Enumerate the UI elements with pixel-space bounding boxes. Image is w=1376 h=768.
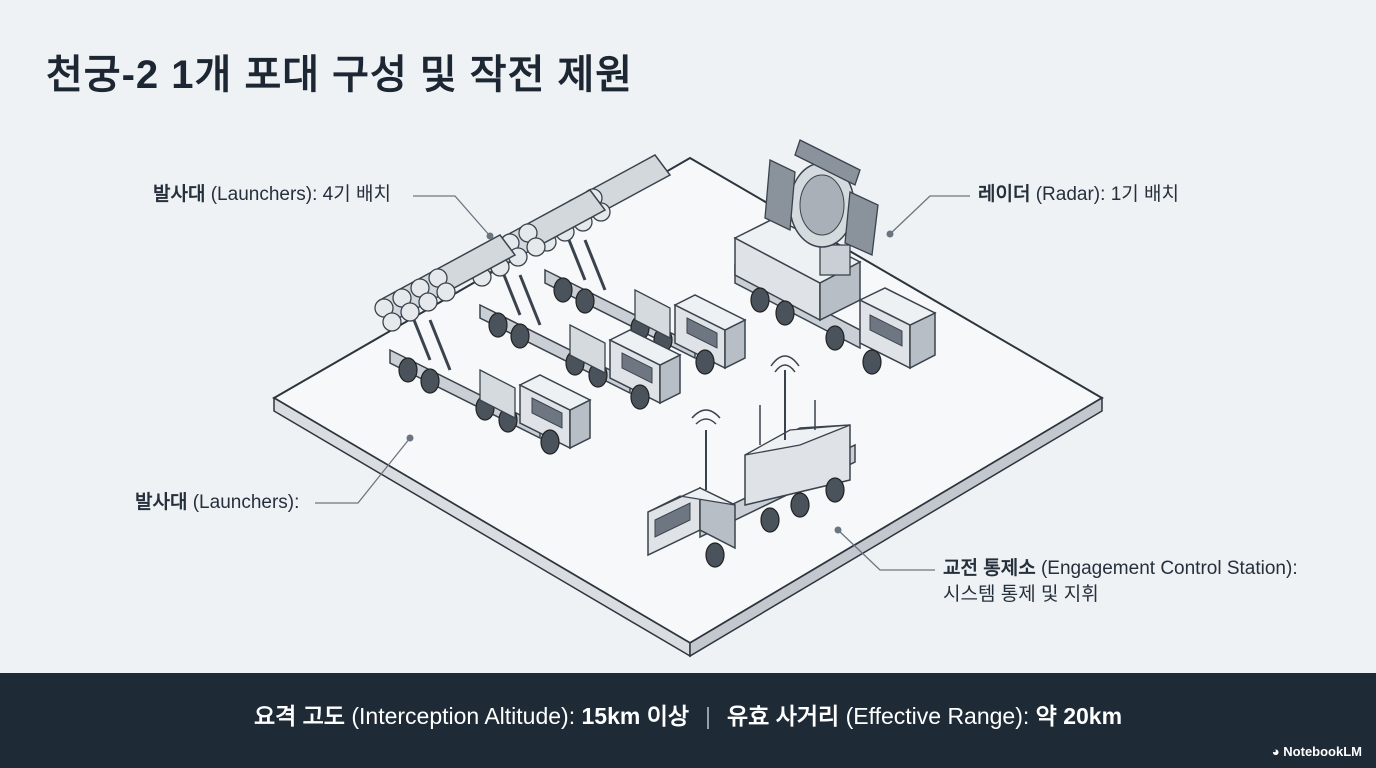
range-en: (Effective Range):	[839, 703, 1036, 729]
callout-radar-text: (Radar): 1기 배치	[1030, 184, 1179, 205]
altitude-value: 15km 이상	[581, 703, 690, 729]
callout-launchers-bottom-bold: 발사대	[135, 492, 188, 513]
battery-illustration	[272, 139, 1104, 658]
footer-separator: |	[705, 703, 712, 729]
spec-footer: 요격 고도 (Interception Altitude): 15km 이상 | 유…	[0, 673, 1376, 768]
range-label: 유효 사거리	[727, 703, 840, 729]
brand-label: NotebookLM	[1283, 744, 1362, 759]
page-title: 천궁-2 1개 포대 구성 및 작전 제원	[46, 53, 634, 97]
altitude-label: 요격 고도	[253, 703, 345, 729]
footer-specs: 요격 고도 (Interception Altitude): 15km 이상 | 유…	[0, 697, 1376, 731]
radar-vehicle	[733, 139, 937, 375]
range-value: 약 20km	[1035, 703, 1123, 729]
callout-radar: 레이더 (Radar): 1기 배치	[978, 182, 1179, 208]
callout-launchers-top-bold: 발사대	[153, 184, 206, 205]
callout-launchers-top: 발사대 (Launchers): 4기 배치	[153, 182, 391, 208]
ecs-vehicle	[647, 355, 856, 568]
callout-ecs: 교전 통제소 (Engagement Control Station): 시스템…	[943, 556, 1298, 608]
callout-launchers-top-text: (Launchers): 4기 배치	[205, 184, 391, 205]
callout-ecs-line2: 시스템 통제 및 지휘	[943, 584, 1099, 605]
brand-watermark: ◕ NotebookLM	[1272, 744, 1362, 759]
leader-lines	[315, 195, 970, 571]
callout-launchers-bottom-text: (Launchers):	[187, 492, 300, 513]
callout-ecs-bold: 교전 통제소	[943, 558, 1036, 579]
notebooklm-icon: ◕	[1271, 744, 1280, 759]
callout-launchers-bottom: 발사대 (Launchers):	[135, 490, 299, 516]
callout-ecs-text: (Engagement Control Station):	[1035, 558, 1298, 579]
callout-radar-bold: 레이더	[978, 184, 1031, 205]
altitude-en: (Interception Altitude):	[344, 703, 582, 729]
